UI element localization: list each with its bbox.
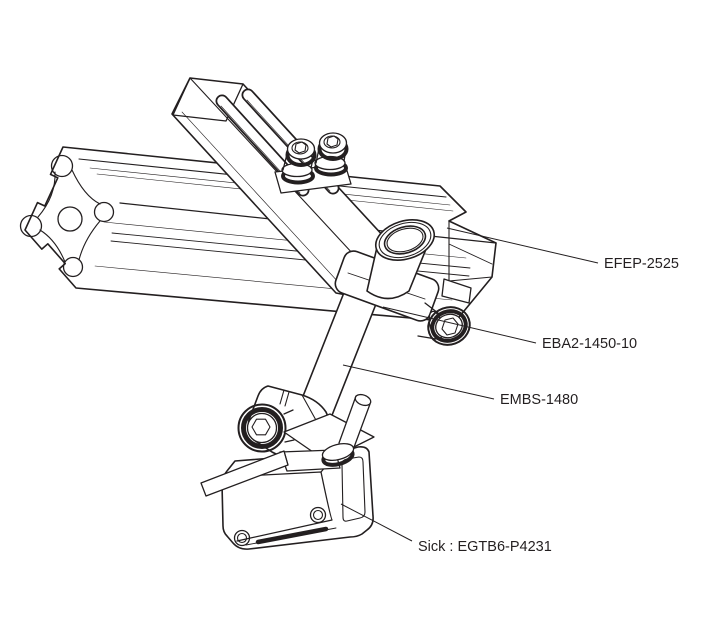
extrusion-cross-section [19, 154, 115, 278]
sensor-side-panel [341, 456, 366, 522]
part-label-shaft: EMBS-1480 [500, 392, 578, 408]
sensor-bottom-slot [255, 526, 329, 545]
hex-socket [441, 317, 459, 336]
sensor-mount-hole [233, 529, 251, 547]
leader-sensor [340, 503, 413, 542]
sensor-mount-hole [309, 506, 327, 524]
bracket-pin [338, 393, 372, 451]
bracket-top-plate [200, 443, 355, 497]
leader-extrusion [446, 227, 599, 264]
part-label-extrusion: EFEP-2525 [604, 256, 679, 272]
part-label-clamp-screw: EBA2-1450-10 [542, 336, 637, 352]
clamp-screw [237, 403, 287, 453]
cap-screw-front [281, 138, 317, 185]
leader-shaft [342, 364, 495, 400]
leader-clamp-screw [382, 306, 537, 344]
side-clamp-screw [417, 302, 471, 346]
arm-top-ridge [189, 77, 355, 256]
hex-socket [251, 418, 271, 436]
extrusion-center-bore [57, 206, 83, 232]
part-label-sensor: Sick : EGTB6-P4231 [418, 539, 552, 555]
part-labels: EFEP-2525 EBA2-1450-10 EMBS-1480 Sick : … [418, 256, 679, 555]
extrusion-end-step [441, 278, 472, 304]
pin-flange [321, 443, 355, 461]
cap-screw-rear [314, 132, 349, 177]
arm-boss [366, 219, 436, 300]
leader-lines [340, 227, 599, 542]
